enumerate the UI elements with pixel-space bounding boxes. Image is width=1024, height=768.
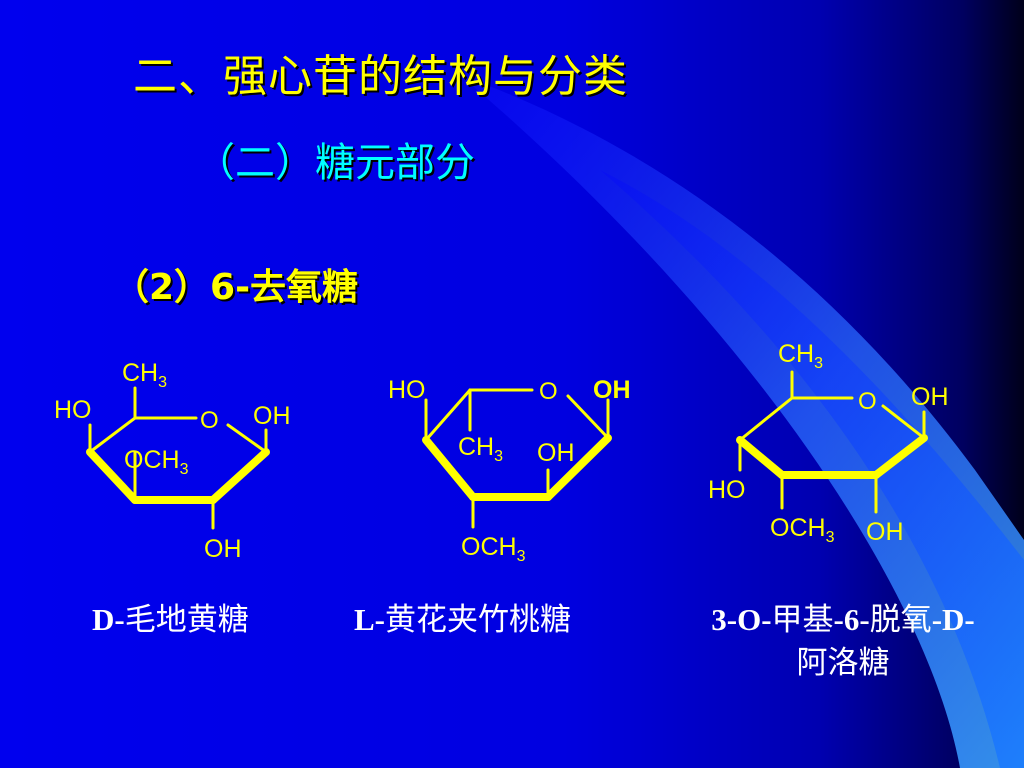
atom-oh-anomeric: OH xyxy=(911,383,949,411)
caption-l-oleandrose: L-黄花夹竹桃糖 xyxy=(354,598,571,642)
atom-ch3: CH3 xyxy=(458,433,503,465)
atom-ch3: CH3 xyxy=(122,359,167,391)
atom-ho: HO xyxy=(54,396,92,424)
caption-prefix: D- xyxy=(92,602,125,637)
section-number: （2）6- xyxy=(113,267,251,308)
atom-och3: OCH3 xyxy=(124,446,189,478)
bond xyxy=(736,436,786,479)
caption-part: 3-O- xyxy=(711,602,772,637)
caption-line-1: 3-O-甲基-6-脱氧-D- xyxy=(672,598,1014,642)
structure-3-o-methyl-6-deoxy-d-allose: CH3 O OH HO OCH3 OH xyxy=(708,340,949,546)
bond xyxy=(872,434,928,479)
bond xyxy=(86,448,139,504)
bond xyxy=(422,436,477,501)
caption-prefix: L- xyxy=(354,602,385,637)
atom-ho: HO xyxy=(708,476,746,504)
atom-ho: HO xyxy=(388,376,426,404)
atom-ch3: CH3 xyxy=(778,340,823,372)
atom-ring-oxygen: O xyxy=(858,388,877,415)
caption-text: 黄花夹竹桃糖 xyxy=(385,602,571,638)
atom-och3: OCH3 xyxy=(770,514,835,546)
bond xyxy=(881,404,926,440)
structure-l-oleandrose: HO O OH CH3 OH OCH3 xyxy=(388,376,631,565)
atom-och3: OCH3 xyxy=(461,533,526,565)
slide-subtitle: （二）糖元部分 xyxy=(195,140,475,186)
bond xyxy=(738,396,794,442)
caption-text: 毛地黄糖 xyxy=(124,602,249,638)
atom-oh-anomeric: OH xyxy=(253,402,291,430)
bond xyxy=(226,423,268,454)
section-heading: （2）6-去氧糖 xyxy=(113,258,358,310)
atom-oh-anomeric: OH xyxy=(593,376,631,404)
atom-ring-oxygen: O xyxy=(200,407,219,434)
bond xyxy=(544,434,612,501)
bond xyxy=(88,416,137,454)
slide-title: 二、强心苷的结构与分类 xyxy=(133,51,628,102)
atom-oh-c4: OH xyxy=(204,535,242,563)
atom-ring-oxygen: O xyxy=(539,378,558,405)
caption-part: -6- xyxy=(833,602,870,637)
atom-oh-c2: OH xyxy=(866,518,904,546)
structure-d-digitalose: CH3 HO O OH OCH3 OH xyxy=(54,359,291,563)
caption-d-digitalose: D-毛地黄糖 xyxy=(92,598,249,642)
bond xyxy=(566,394,610,440)
caption-part: 脱氧 xyxy=(869,602,932,638)
bond xyxy=(424,388,472,442)
caption-part: -D- xyxy=(931,602,975,637)
atom-oh-c4: OH xyxy=(537,439,575,467)
caption-3-o-methyl-6-deoxy-d-allose: 3-O-甲基-6-脱氧-D- 阿洛糖 xyxy=(672,598,1014,685)
caption-line-2: 阿洛糖 xyxy=(796,645,890,681)
section-text: 去氧糖 xyxy=(250,267,359,308)
bond xyxy=(209,448,270,504)
caption-part: 甲基 xyxy=(771,602,834,638)
